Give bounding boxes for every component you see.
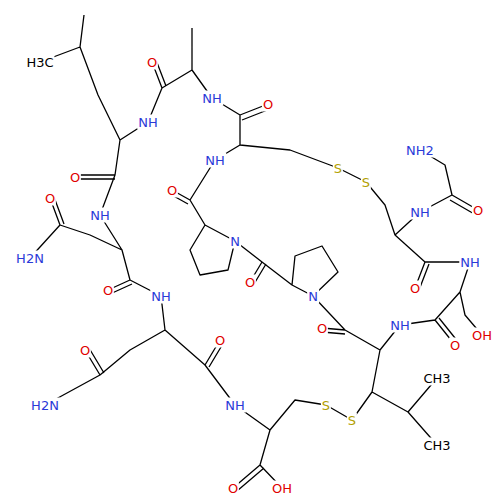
atom-label: O (449, 338, 461, 353)
atom-label: NH2 (405, 143, 435, 158)
atom-label: H2N (15, 251, 45, 266)
atom-label: NH (459, 255, 481, 270)
atom-label: N (307, 289, 319, 304)
atom-label: O (409, 281, 421, 296)
atom-label: O (79, 343, 91, 358)
atom-label: CH3 (422, 438, 451, 453)
atom-label: OH (271, 481, 293, 496)
atom-label: NH (137, 115, 159, 130)
atom-label: S (321, 398, 331, 413)
atom-label: NH (409, 205, 431, 220)
atom-label: NH (224, 398, 246, 413)
atom-label: N (229, 234, 241, 249)
atom-label: O (146, 55, 158, 70)
atom-label: O (69, 170, 81, 185)
atom-label: H3C (25, 55, 54, 70)
bond-lines (30, 15, 482, 491)
atom-label: NH (89, 208, 111, 223)
atom-label: O (472, 203, 484, 218)
atom-label: NH (150, 289, 172, 304)
atom-label: NH (204, 153, 226, 168)
atom-label: S (361, 175, 371, 190)
atom-label: H2N (30, 398, 60, 413)
atom-label: O (316, 321, 328, 336)
atom-label: O (102, 283, 114, 298)
atom-label: CH3 (422, 371, 451, 386)
atom-label: O (262, 97, 274, 112)
atom-label: NH (201, 91, 223, 106)
atom-label: O (244, 275, 256, 290)
atom-label: OH (471, 328, 493, 343)
atom-label: NH (389, 318, 411, 333)
atom-label: S (347, 413, 357, 428)
atom-label: O (166, 183, 178, 198)
atom-label: O (44, 191, 56, 206)
atom-label: O (214, 333, 226, 348)
atom-label: O (227, 481, 239, 496)
atom-label: S (333, 161, 343, 176)
